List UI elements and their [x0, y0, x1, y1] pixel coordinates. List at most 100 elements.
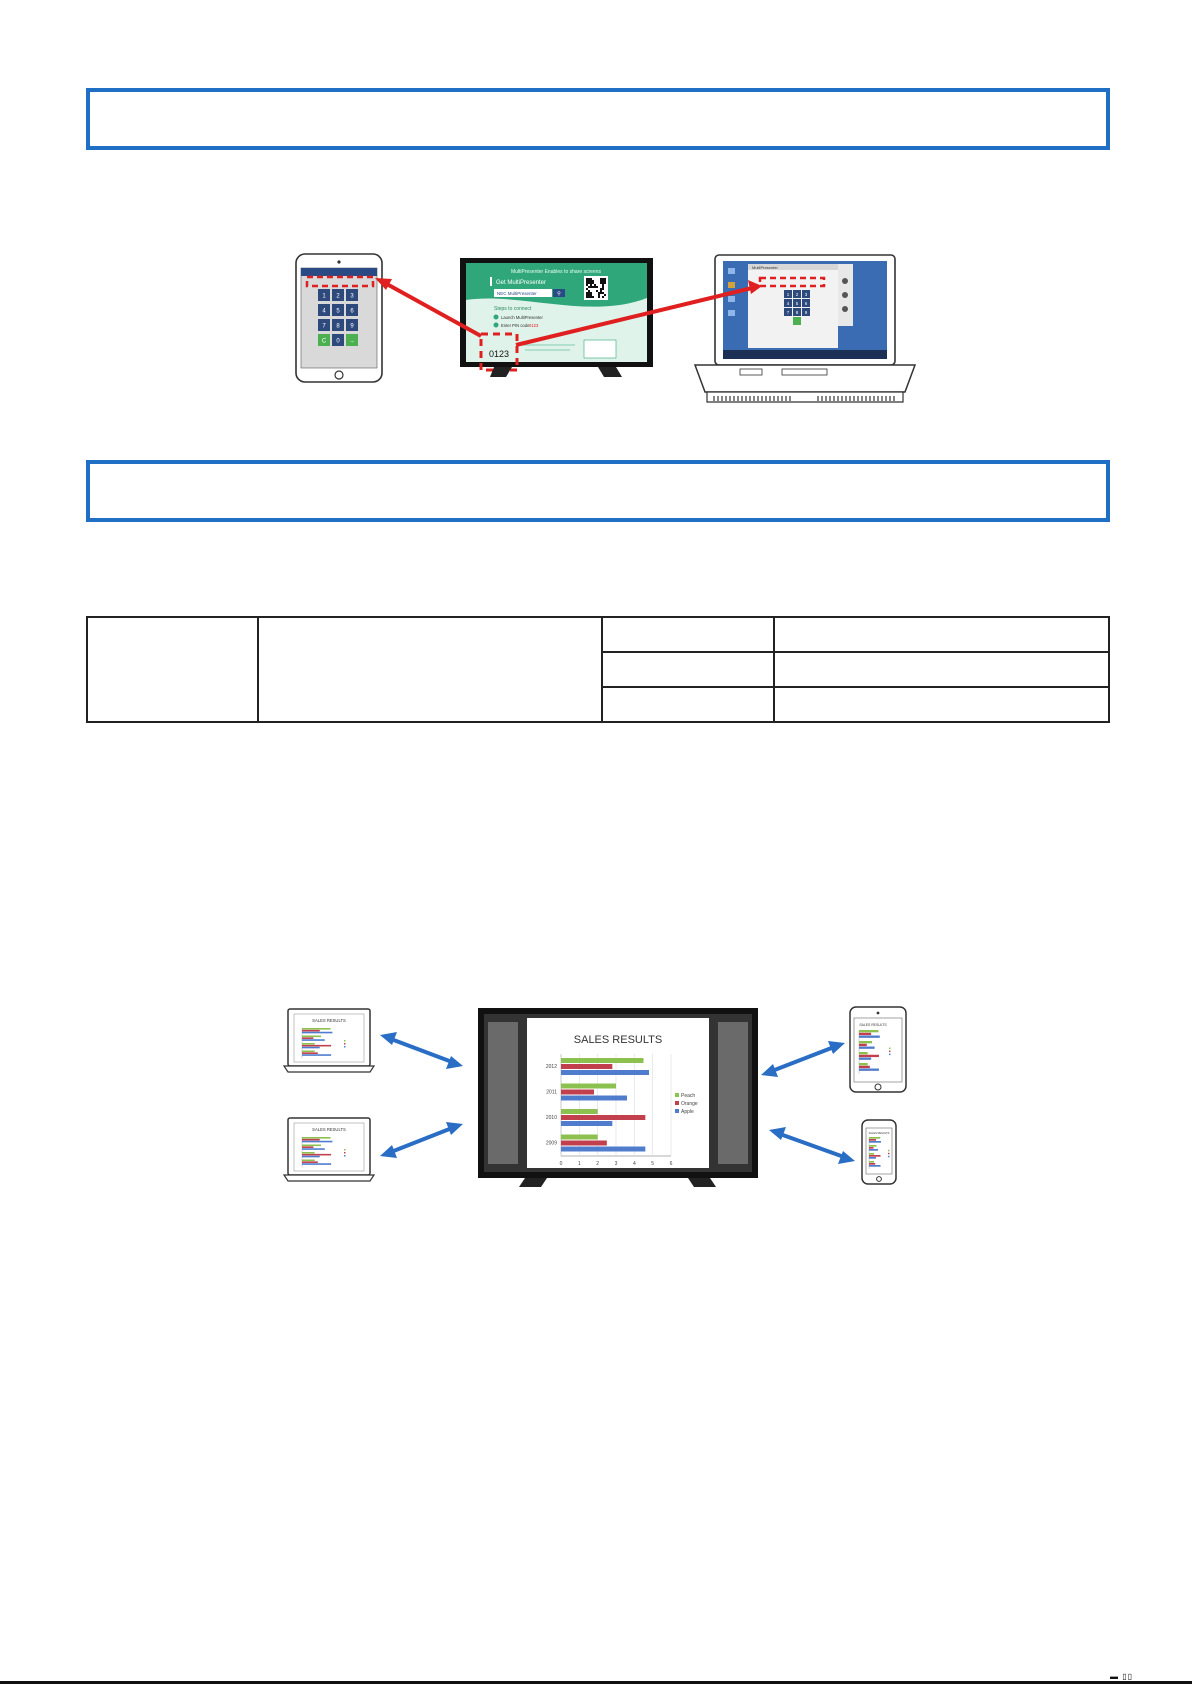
qr-module	[592, 282, 594, 284]
mini-bar	[869, 1137, 881, 1139]
mini-bar	[869, 1139, 876, 1141]
category-label: 2010	[546, 1115, 557, 1121]
qr-module	[586, 296, 588, 298]
mini-bar	[302, 1039, 325, 1041]
mini-bar	[859, 1052, 868, 1055]
mini-bar	[859, 1057, 872, 1060]
category-label: 2009	[546, 1141, 557, 1147]
keypad-key-label: 6	[350, 309, 354, 315]
qr-module	[592, 286, 594, 288]
mini-bar	[302, 1140, 333, 1143]
x-tick-label: 6	[670, 1161, 673, 1167]
qr-module	[590, 294, 592, 296]
keypad-key-label: 5	[336, 309, 340, 315]
qr-module	[586, 278, 588, 280]
mini-legend-swatch	[344, 1040, 346, 1042]
mini-legend-swatch	[888, 1149, 890, 1152]
blue-arrow-bottom-right	[769, 1127, 855, 1164]
qr-module	[590, 278, 592, 280]
mini-legend-swatch	[344, 1043, 346, 1045]
keypad-key	[332, 304, 344, 316]
mini-legend-swatch	[888, 1155, 890, 1158]
keypad-key	[802, 308, 810, 316]
laptop-app-title: MultiPresenter	[752, 265, 778, 270]
mini-bar	[859, 1068, 879, 1071]
qr-module	[602, 282, 604, 284]
page-bottom-rule	[0, 1681, 1192, 1684]
keypad-key-label: 9	[805, 310, 808, 315]
mini-bar	[302, 1155, 320, 1158]
blue-arrow-top-left	[380, 1032, 463, 1069]
qr-module	[602, 288, 604, 290]
display-pin-code: 0123	[489, 349, 509, 359]
mini-bar	[302, 1054, 332, 1056]
keypad-key	[793, 308, 801, 316]
mini-legend-swatch	[344, 1152, 346, 1154]
mini-bar	[302, 1037, 314, 1039]
mini-legend-swatch	[888, 1152, 890, 1155]
category-label: 2011	[546, 1090, 557, 1096]
qr-module	[592, 296, 594, 298]
bar-orange	[561, 1089, 594, 1095]
qr-module	[590, 284, 592, 286]
qr-module	[596, 290, 598, 292]
table-row	[87, 686, 1110, 723]
red-arrow-left	[375, 278, 482, 338]
keypad-key	[784, 308, 792, 316]
section-header-box-1	[86, 88, 1110, 150]
mini-bar	[859, 1054, 879, 1058]
mini-bar	[869, 1163, 876, 1165]
x-tick-label: 5	[651, 1161, 654, 1167]
qr-module	[588, 286, 590, 288]
qr-module	[598, 296, 600, 298]
x-tick-label: 0	[560, 1161, 563, 1167]
mini-bar	[302, 1144, 321, 1147]
mini-bar	[302, 1159, 315, 1162]
tablet-right: SALES RESULTS	[849, 1006, 907, 1093]
qr-module	[602, 284, 604, 286]
mini-bar	[869, 1153, 874, 1155]
mini-bar	[869, 1161, 874, 1163]
mini-bar	[869, 1155, 881, 1157]
main-display	[478, 1008, 758, 1187]
x-tick-label: 4	[633, 1161, 636, 1167]
qr-module	[592, 280, 594, 282]
qr-module	[586, 294, 588, 296]
keypad-key-label: 3	[805, 292, 808, 297]
keypad-key-label: →	[349, 339, 355, 345]
keypad-key	[784, 299, 792, 307]
keypad-key	[346, 334, 358, 346]
keypad-key	[346, 304, 358, 316]
keypad-key-label: 2	[336, 294, 340, 300]
search-icon: ⚲	[557, 291, 561, 297]
mini-bar	[302, 1028, 331, 1030]
qr-module	[590, 292, 592, 294]
keypad-key	[793, 317, 801, 325]
qr-module	[602, 292, 604, 294]
legend-label: Apple	[681, 1109, 694, 1115]
section-header-box-2	[86, 460, 1110, 522]
bar-orange	[561, 1140, 607, 1146]
mini-bar	[859, 1041, 872, 1044]
bar-apple	[561, 1121, 613, 1126]
qr-module	[602, 278, 604, 280]
mini-bar	[302, 1031, 333, 1034]
keypad-key	[318, 304, 330, 316]
qr-module	[604, 294, 606, 296]
legend-swatch	[675, 1109, 679, 1113]
qr-module	[590, 296, 592, 298]
red-arrow-right	[515, 280, 762, 347]
table-cell	[773, 616, 1110, 653]
qr-module	[600, 290, 602, 292]
keypad-key	[318, 319, 330, 331]
mini-bar	[302, 1044, 332, 1047]
qr-module	[594, 284, 596, 286]
mini-chart-title: SALES RESULTS	[312, 1127, 346, 1132]
display-search-value: NEC MultiPresenter	[497, 291, 537, 296]
bar-apple	[561, 1070, 649, 1075]
phone-right: SALES RESULTS	[861, 1119, 897, 1185]
keypad-key	[318, 289, 330, 301]
